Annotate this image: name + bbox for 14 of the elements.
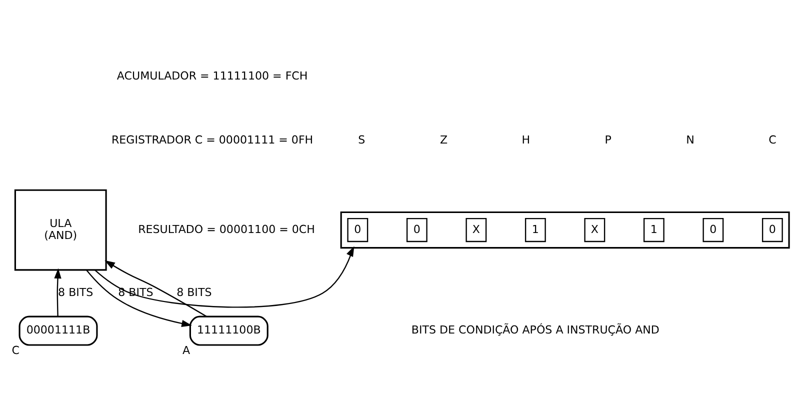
label: REGISTRADOR C = 00001111 = 0FH — [112, 132, 314, 146]
label: ACUMULADOR = 11111100 = FCH — [116, 68, 308, 82]
label: BITS DE CONDIÇÃO APÓS A INSTRUÇÃO AND — [411, 323, 660, 336]
label: P — [604, 132, 612, 146]
label: N — [686, 132, 694, 146]
node-label: C — [12, 343, 20, 356]
edge-label: 8 BITS — [176, 286, 212, 299]
label: Z — [440, 132, 448, 146]
label: RESULTADO = 00001100 = 0CH — [138, 222, 315, 236]
label: H — [522, 132, 530, 146]
node-label: A — [182, 343, 190, 356]
label: S — [358, 132, 366, 146]
label: C — [768, 132, 776, 146]
edge-label: 8 BITS — [58, 286, 94, 299]
